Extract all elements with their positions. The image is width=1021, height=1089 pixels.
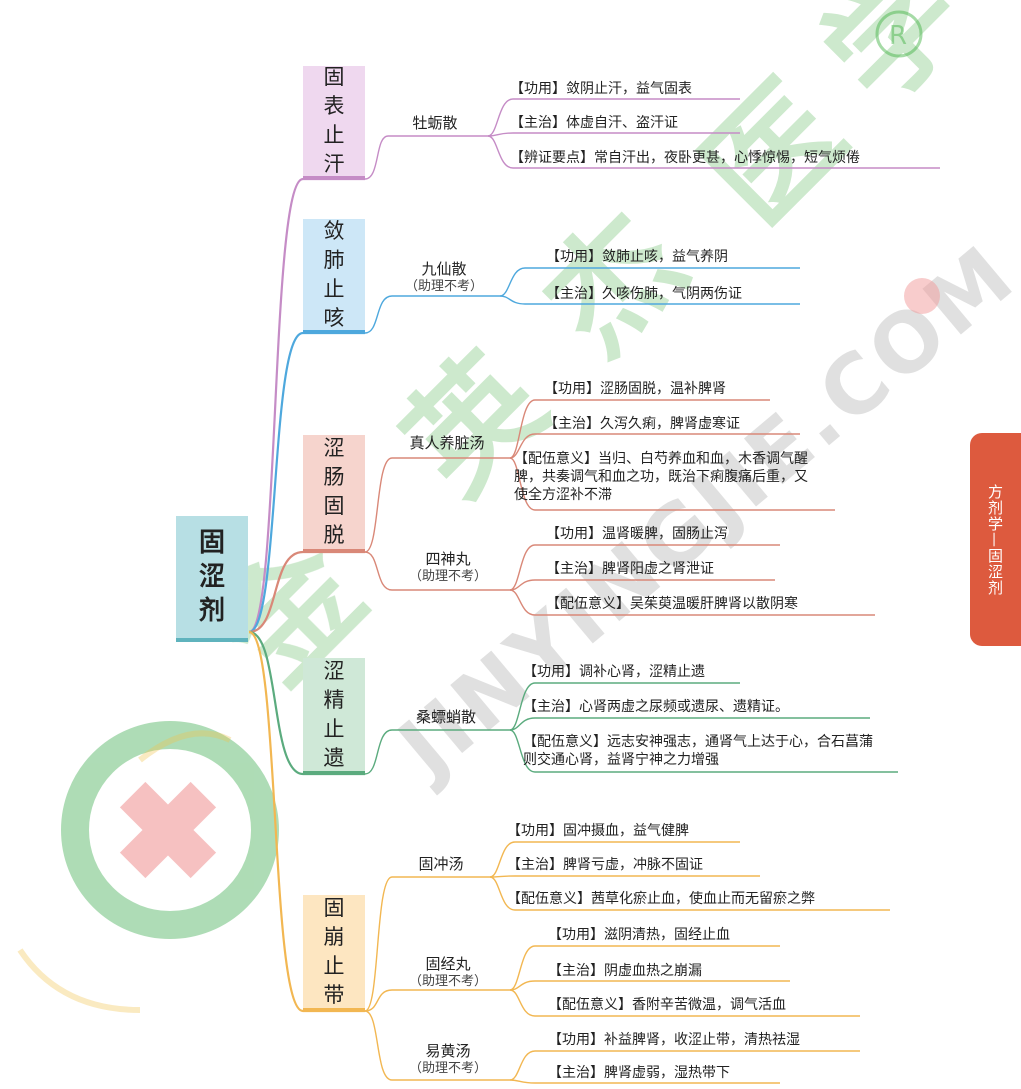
category-label: 固表止汗 [323, 65, 345, 176]
category-label: 固崩止带 [323, 895, 345, 1007]
category-sejing: 涩精止遗 [303, 658, 365, 775]
category-gubiao: 固表止汗 [303, 65, 365, 180]
leaf-gongyong: 【功用】敛肺止咳，益气养阴 [546, 249, 728, 265]
leaf-gongyong: 【功用】敛阴止汗，益气固表 [510, 81, 692, 97]
watermark-brand-3: 杰 [516, 185, 713, 382]
leaf-peiwu: 【配伍意义】吴茱萸温暖肝脾肾以散阴寒 [546, 596, 798, 612]
category-label: 涩精止遗 [323, 658, 345, 770]
leaf-peiwu: 【配伍意义】远志安神强志，通肾气上达于心，合石菖蒲则交通心肾，益肾宁神之力增强 [523, 734, 873, 768]
leaf-bianzheng: 【辨证要点】常自汗出，夜卧更甚，心悸惊惕，短气烦倦 [510, 150, 860, 166]
connector-line [364, 135, 389, 180]
connector-line [248, 331, 304, 634]
leaf-zhuzhi: 【主治】脾肾亏虚，冲脉不固证 [507, 857, 703, 873]
leaf-zhuzhi: 【主治】久泻久痢，脾肾虚寒证 [544, 416, 740, 432]
formula-name: 真人养脏汤 [409, 434, 485, 452]
leaf-peiwu: 【配伍意义】茜草化瘀止血，使血止而无留瘀之弊 [507, 891, 815, 907]
leaf-zhuzhi: 【主治】阴虚血热之崩漏 [548, 963, 702, 979]
formula-muli-san: 牡蛎散 [390, 114, 480, 132]
svg-text:R: R [889, 21, 907, 51]
chapter-tab-label: 方剂学—固涩剂 [986, 483, 1004, 596]
formula-name: 易黄汤 [425, 1042, 471, 1060]
formula-gujing-wan: 固经丸（助理不考） [398, 955, 498, 991]
root-char-1: 固 [198, 528, 225, 558]
connector-line [364, 457, 393, 553]
leaf-gongyong: 【功用】温肾暖脾，固肠止泻 [546, 526, 728, 542]
connector-line [509, 579, 775, 591]
connector-line [487, 132, 740, 137]
formula-name: 四神丸 [425, 550, 471, 568]
connector-line [364, 989, 393, 1012]
connector-line [489, 875, 760, 878]
watermark-brand-5: 学 [796, 0, 993, 132]
connector-line [364, 1010, 393, 1081]
leaf-gongyong: 【功用】调补心肾，涩精止遗 [523, 664, 705, 680]
formula-guchong-tang: 固冲汤 [396, 855, 486, 873]
leaf-zhuzhi: 【主治】心肾两虚之尿频或遗尿、遗精证。 [523, 699, 789, 715]
connector-line [364, 295, 393, 334]
formula-sangpiaoxiao-san: 桑螵蛸散 [396, 708, 496, 726]
formula-note: （助理不考） [404, 279, 483, 294]
formula-zhenren-yangzang-tang: 真人养脏汤 [392, 434, 502, 452]
connector-line [248, 630, 304, 1013]
connector-line [248, 177, 304, 634]
formula-note: （助理不考） [408, 569, 487, 584]
category-sechang: 涩肠固脱 [303, 435, 365, 553]
formula-name: 固冲汤 [418, 855, 464, 873]
leaf-gongyong: 【功用】涩肠固脱，温补脾肾 [544, 381, 726, 397]
category-gubeng: 固崩止带 [303, 895, 365, 1012]
connector-line [248, 630, 304, 776]
leaf-peiwu: 【配伍意义】当归、白芍养血和血，木香调气醒脾，共奏调气和血之功，既治下痢腹痛后重… [514, 451, 808, 503]
chapter-tab[interactable]: 方剂学—固涩剂 [970, 433, 1021, 646]
formula-jiuxian-san: 九仙散（助理不考） [394, 260, 494, 296]
connector-line [364, 876, 393, 1012]
registered-mark-icon [875, 10, 923, 58]
category-label: 涩肠固脱 [323, 436, 345, 547]
formula-note: （助理不考） [408, 1061, 487, 1076]
leaf-zhuzhi: 【主治】久咳伤肺，气阴两伤证 [546, 286, 742, 302]
brand-emblem-icon [61, 721, 279, 939]
formula-name: 桑螵蛸散 [415, 708, 476, 726]
leaf-gongyong: 【功用】补益脾肾，收涩止带，清热祛湿 [548, 1032, 800, 1048]
root-char-2: 涩 [198, 562, 225, 592]
cross-badge-icon [904, 278, 940, 314]
leaf-zhuzhi: 【主治】脾肾阳虚之肾泄证 [546, 561, 714, 577]
leaf-zhuzhi: 【主治】脾肾虚弱，湿热带下 [548, 1065, 730, 1081]
root-topic: 固 涩 剂 [176, 516, 248, 642]
connector-line [509, 980, 790, 991]
formula-name: 牡蛎散 [412, 114, 458, 132]
connector-line [364, 729, 393, 775]
leaf-gongyong: 【功用】滋阴清热，固经止血 [548, 927, 730, 943]
formula-note: （助理不考） [408, 974, 487, 989]
formula-name: 固经丸 [425, 955, 471, 973]
category-label: 敛肺止咳 [323, 218, 345, 330]
wheat-icon [17, 730, 232, 1013]
root-char-3: 剂 [198, 596, 225, 626]
category-lianfei: 敛肺止咳 [303, 219, 365, 334]
leaf-gongyong: 【功用】固冲摄血，益气健脾 [507, 823, 689, 839]
formula-sishen-wan: 四神丸（助理不考） [398, 550, 498, 586]
connector-line [364, 551, 393, 591]
leaf-zhuzhi: 【主治】体虚自汗、盗汗证 [510, 115, 678, 131]
connector-line [509, 717, 870, 731]
leaf-peiwu: 【配伍意义】香附辛苦微温，调气活血 [548, 997, 786, 1013]
formula-name: 九仙散 [421, 260, 467, 278]
formula-yihuang-tang: 易黄汤（助理不考） [398, 1042, 498, 1078]
connector-line [248, 550, 304, 634]
